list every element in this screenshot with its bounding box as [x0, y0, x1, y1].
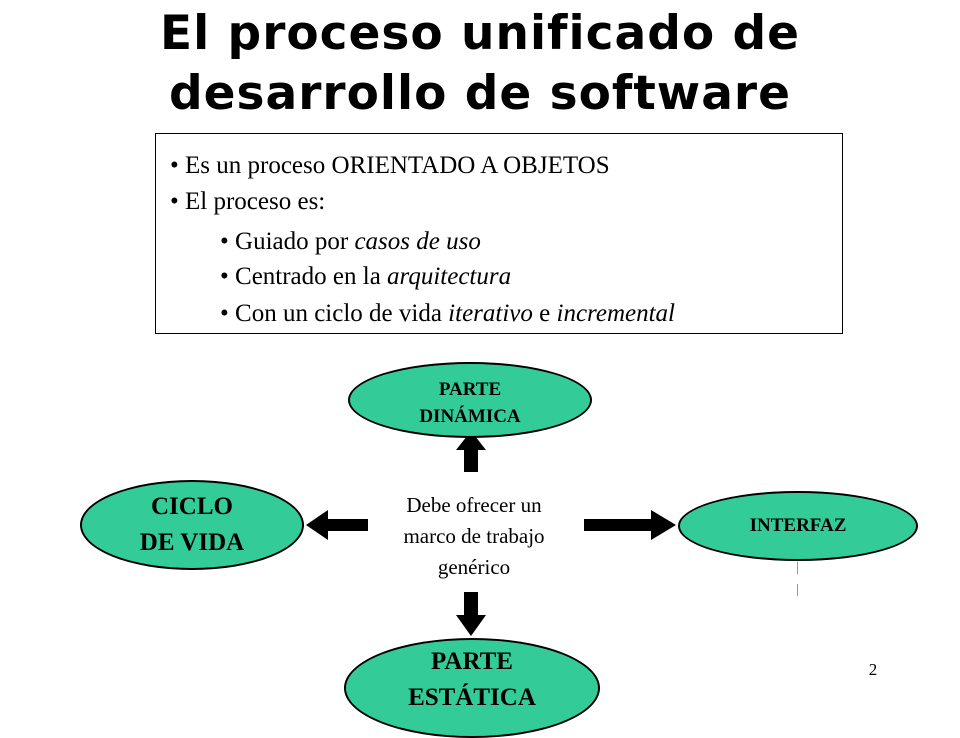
sub-bullet-emphasis: casos de uso [354, 228, 481, 255]
node-parte-estatica: PARTE ESTÁTICA [344, 638, 600, 738]
bullet-item: • Es un proceso ORIENTADO A OBJETOS [170, 152, 610, 179]
artifact-mark [797, 584, 798, 596]
page-number: 2 [868, 660, 878, 679]
arrow-down [456, 592, 486, 636]
diagram-arrows [306, 431, 676, 636]
arrow-up [456, 431, 486, 472]
node-parte-dinamica: PARTE DINÁMICA [348, 362, 592, 438]
summary-box: • Es un proceso ORIENTADO A OBJETOS • El… [155, 133, 843, 334]
bullet-text: Es un proceso ORIENTADO A OBJETOS [185, 152, 610, 179]
node-label: DINÁMICA [419, 406, 521, 427]
sub-bullet-emphasis: iterativo [448, 300, 533, 327]
arrow-right [584, 510, 676, 540]
sub-bullet-item: • Guiado por casos de uso [220, 228, 481, 255]
node-ciclo-de-vida: CICLO DE VIDA [80, 480, 304, 570]
arrow-left [306, 510, 368, 540]
sub-bullet-text: e [532, 300, 557, 327]
node-label: INTERFAZ [749, 515, 847, 536]
node-label: DE VIDA [139, 529, 245, 556]
node-label: PARTE [430, 648, 513, 675]
sub-bullet-item: • Con un ciclo de vida iterativo e incre… [220, 300, 675, 327]
bullet-text: El proceso es: [185, 188, 326, 215]
title-line-1: El proceso unificado de [159, 6, 801, 61]
node-label: CICLO [151, 493, 233, 520]
center-text-line: marco de trabajo [403, 524, 545, 548]
sub-bullet-emphasis: incremental [556, 300, 675, 327]
sub-bullet-text: Con un ciclo de vida [235, 300, 449, 327]
node-label: PARTE [438, 379, 502, 400]
artifact-mark [797, 562, 798, 574]
node-interfaz: INTERFAZ [678, 491, 918, 561]
center-text-line: Debe ofrecer un [406, 493, 542, 517]
sub-bullet-emphasis: arquitectura [387, 263, 512, 290]
title-line-2: desarrollo de software [169, 66, 791, 121]
bullet-item: • El proceso es: [170, 188, 326, 215]
center-text-line: genérico [437, 555, 511, 579]
sub-bullet-item: • Centrado en la arquitectura [220, 263, 512, 290]
node-label: ESTÁTICA [408, 684, 536, 711]
slide-title: El proceso unificado de desarrollo de so… [0, 4, 960, 124]
center-description: Debe ofrecer un marco de trabajo genéric… [370, 490, 578, 583]
sub-bullet-text: Guiado por [235, 228, 355, 255]
sub-bullet-text: Centrado en la [235, 263, 388, 290]
